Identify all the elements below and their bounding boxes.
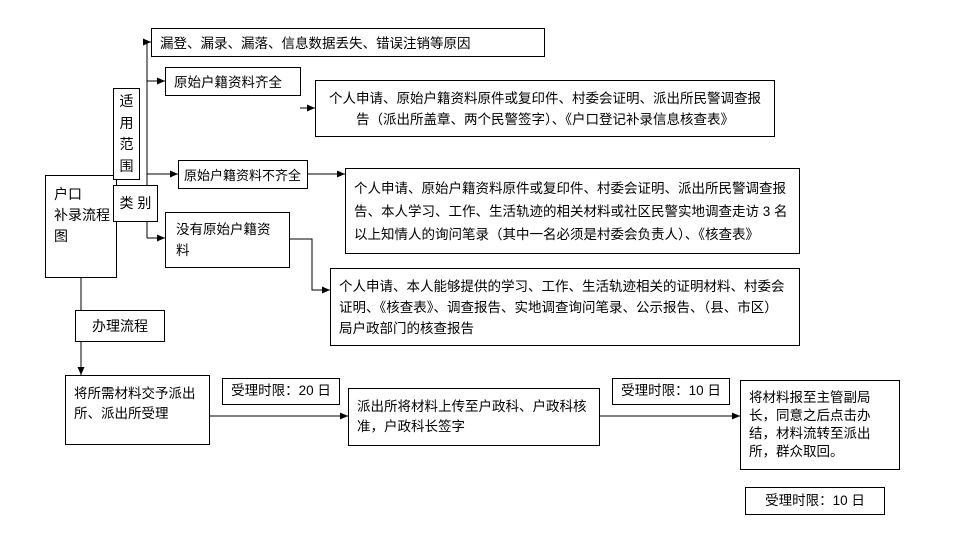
category-1-label: 原始户籍资料齐全 bbox=[165, 67, 301, 96]
time-limit-1: 受理时限：20 日 bbox=[222, 378, 340, 405]
branch-scope-label: 适用范围 bbox=[113, 88, 140, 180]
category-2-label: 原始户籍资料不齐全 bbox=[178, 160, 308, 189]
category-1-materials: 个人申请、原始户籍资料原件或复印件、村委会证明、派出所民警调查报告（派出所盖章、… bbox=[315, 80, 775, 137]
time-limit-2: 受理时限：10 日 bbox=[612, 378, 730, 405]
process-step-2: 派出所将材料上传至户政科、户政科核准，户政科长签字 bbox=[348, 388, 600, 446]
category-2-materials: 个人申请、原始户籍资料原件或复印件、村委会证明、派出所民警调查报告、本人学习、工… bbox=[345, 168, 800, 254]
scope-reason-box: 漏登、漏录、漏落、信息数据丢失、错误注销等原因 bbox=[151, 28, 545, 57]
flowchart-title: 户口 补录流程 图 bbox=[45, 175, 117, 278]
category-3-label: 没有原始户籍资 料 bbox=[165, 212, 290, 268]
category-3-materials: 个人申请、本人能够提供的学习、工作、生活轨迹相关的证明材料、村委会证明、《核查表… bbox=[330, 268, 800, 346]
branch-process-label: 办理流程 bbox=[75, 310, 165, 342]
arrow-category-3-to-materials bbox=[290, 238, 330, 294]
process-step-1: 将所需材料交予派出所、派出所受理 bbox=[65, 375, 210, 445]
time-limit-3: 受理时限：10 日 bbox=[745, 487, 885, 515]
branch-category-label: 类 别 bbox=[113, 185, 158, 222]
process-step-3: 将材料报至主管副局长，同意之后点击办结，材料流转至派出所，群众取回。 bbox=[740, 380, 900, 470]
